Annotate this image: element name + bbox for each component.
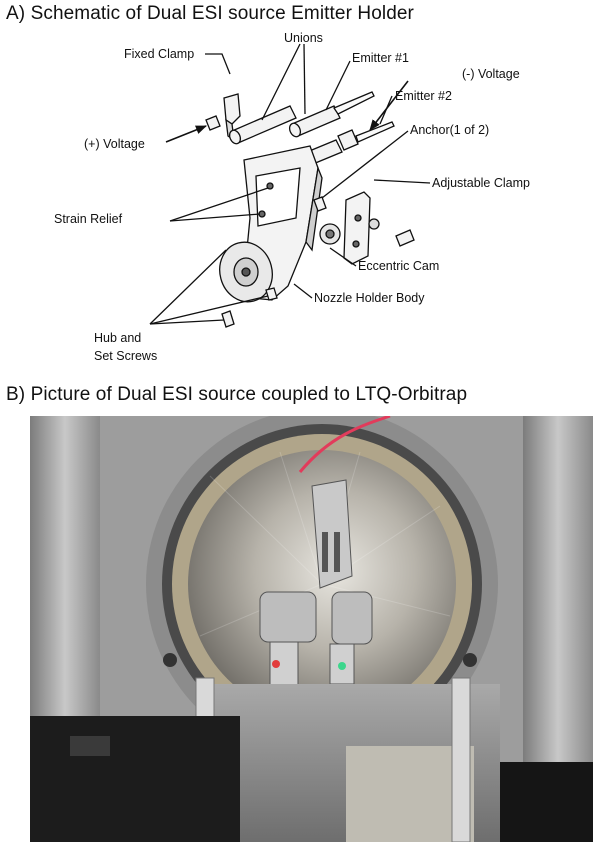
label-strain-relief: Strain Relief: [54, 212, 123, 226]
union-left-part: [231, 105, 297, 144]
label-hub-line-2: Set Screws: [94, 349, 157, 363]
label-hub-line-1: Hub and: [94, 331, 141, 345]
label-fixed-clamp: Fixed Clamp: [124, 47, 194, 61]
panel-a-title: A) Schematic of Dual ESI source Emitter …: [6, 3, 414, 24]
label-unions: Unions: [284, 31, 323, 45]
set-screw-part: [221, 310, 235, 328]
fixed-clamp-leader: [205, 53, 231, 75]
label-adjustable-clamp: Adjustable Clamp: [432, 176, 530, 190]
label-emitter-2: Emitter #2: [395, 89, 452, 103]
clamp-screw-part: [395, 229, 415, 247]
label-pos-voltage: (+) Voltage: [84, 137, 145, 151]
label-nozzle-holder-body: Nozzle Holder Body: [314, 291, 425, 305]
fixed-clamp-part: [223, 93, 241, 125]
orbitrap-photo: [30, 416, 593, 842]
label-neg-voltage: (-) Voltage: [462, 67, 520, 81]
label-anchor: Anchor(1 of 2): [410, 123, 489, 137]
anchor-part: [313, 196, 327, 212]
adjustable-clamp-part: [343, 191, 371, 265]
emitter-holder-schematic: Fixed Clamp Unions Emitter #1 (-) Voltag…: [54, 31, 530, 363]
label-eccentric-cam: Eccentric Cam: [358, 259, 439, 273]
left-screw-part: [205, 115, 221, 131]
panel-b-title: B) Picture of Dual ESI source coupled to…: [6, 384, 468, 405]
label-emitter-1: Emitter #1: [352, 51, 409, 65]
